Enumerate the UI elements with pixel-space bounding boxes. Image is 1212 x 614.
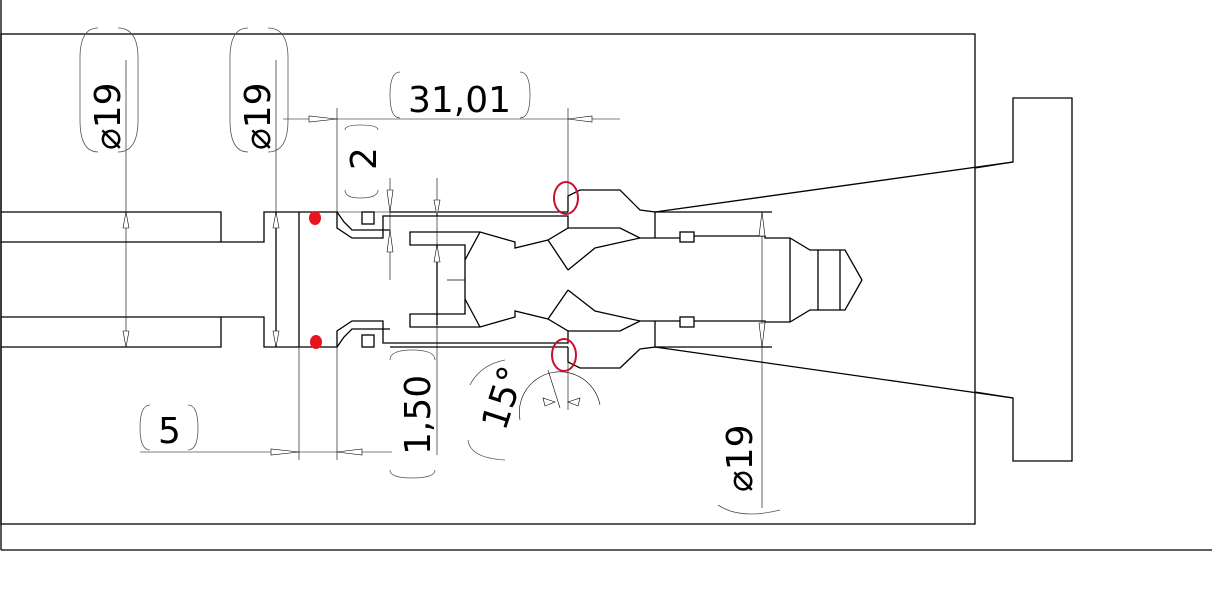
diameter-symbol: ⌀ — [238, 128, 279, 150]
dim-length-main-text: 31,01 — [408, 80, 511, 121]
dimension-texts: ⌀19 ⌀19 31,01 2 5 1,50 15° ⌀19 — [88, 80, 761, 492]
red-markup — [309, 181, 579, 372]
dim-angle-text: 15° — [475, 361, 534, 434]
sheet-frame — [0, 0, 1212, 551]
right-housing — [654, 97, 1073, 462]
dimension-parentheses — [79, 27, 781, 515]
dim-dia-right-text: ⌀19 — [720, 425, 761, 493]
left-shaft — [1, 211, 300, 348]
markup-circle-bottom — [551, 338, 577, 372]
dim-gap-text: 2 — [344, 147, 385, 170]
dim-thick-text: 1,50 — [398, 375, 439, 455]
dim-dia-left-text: ⌀19 — [88, 83, 129, 151]
dim-five-text: 5 — [158, 411, 181, 452]
central-mechanism — [299, 189, 863, 369]
dimension-lines — [122, 60, 766, 508]
markup-dot-top — [309, 211, 321, 225]
dim-dia-mid-text: ⌀19 — [238, 83, 279, 151]
markup-dot-bottom — [310, 335, 322, 349]
markup-circle-top — [553, 181, 579, 215]
diameter-symbol: ⌀ — [88, 128, 129, 150]
diameter-symbol: ⌀ — [720, 470, 761, 492]
